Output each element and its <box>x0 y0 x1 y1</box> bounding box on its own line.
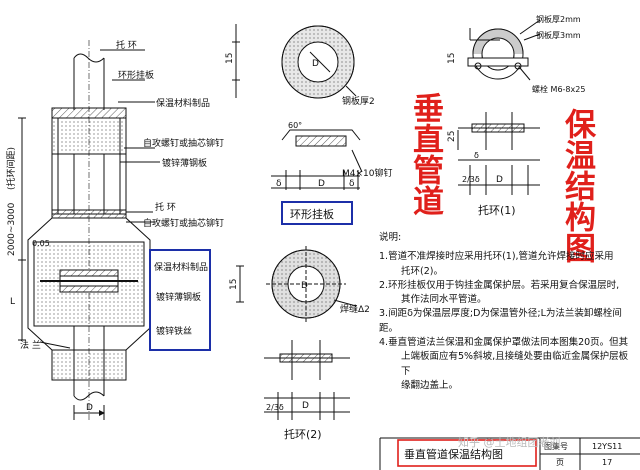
title-block <box>379 437 640 470</box>
hanger-dim-15: 15 <box>225 53 235 64</box>
ring2-title: 托环(2) <box>284 427 322 441</box>
hanger-title: 环形挂板 <box>290 207 334 221</box>
ring1-dim-frac: 2/3δ <box>462 175 480 184</box>
title-block-page-no: 17 <box>602 458 612 467</box>
hanger-rivet-label: M4×10铆钉 <box>342 167 393 179</box>
note-2a: 2.环形挂板仅用于钩挂金属保护层。若采用复合保温层时, <box>379 279 620 291</box>
support-ring-1-drawing <box>457 19 541 195</box>
label-flange: 法 兰 <box>20 339 41 351</box>
box-label-galvanized-sheet: 镀锌薄钢板 <box>156 291 201 303</box>
label-dim-005: 0.05 <box>32 239 50 248</box>
ring1-dim-15: 15 <box>447 53 457 64</box>
note-4a: 4.垂直管道法兰保温和金属保护罩做法同本图集20页。但其 <box>379 337 629 349</box>
ring1-dim-D: D <box>496 175 503 185</box>
caption-highlight-box <box>397 439 537 467</box>
label-screw-mid: 自攻螺钉或抽芯铆钉 <box>143 217 224 229</box>
ring2-weld: 焊缝Δ2 <box>340 303 370 315</box>
ring1-plate-2mm: 钢板厚2mm <box>536 14 581 24</box>
highlight-box <box>149 249 211 351</box>
label-support-ring-mid: 托 环 <box>155 201 176 213</box>
ring-hanger-drawing <box>232 24 363 190</box>
ring1-bolt: 螺栓 M6-8x25 <box>532 84 585 94</box>
red-title-insulation-structure: 保温结构图 <box>559 108 596 263</box>
ring1-dim-delta: δ <box>474 151 479 160</box>
hanger-plate-label: 钢板厚2 <box>342 95 375 107</box>
ring1-title: 托环(1) <box>478 203 516 217</box>
label-screw-top: 自攻螺钉或抽芯铆钉 <box>143 137 224 149</box>
note-4c: 缘翻边盖上。 <box>401 379 459 391</box>
notes-heading: 说明: <box>379 232 402 243</box>
box-label-galvanized-wire: 镀锌铁丝 <box>156 325 192 337</box>
note-1a: 1.管道不准焊接时应采用托环(1),管道允许焊接时应采用 <box>379 251 614 263</box>
hanger-dim-D-section: D <box>318 179 325 189</box>
note-1b: 托环(2)。 <box>401 265 443 277</box>
note-2b: 其作法同水平管道。 <box>401 294 487 306</box>
box-label-insulation: 保温材料制品 <box>154 261 208 273</box>
title-block-atlas-label: 图集号 <box>544 441 568 451</box>
pipe-assembly-drawing <box>18 40 160 420</box>
note-4b: 上端板面应有5%斜坡,且接缝处要由临近金属保护层板下 <box>401 351 629 377</box>
notes-panel: 说明: 1.管道不准焊接时应采用托环(1),管道允许焊接时应采用 托环(2)。 … <box>379 231 634 393</box>
hanger-angle: 60° <box>288 121 302 130</box>
ring2-dim-15: 15 <box>229 279 239 290</box>
hanger-delta-left: δ <box>276 179 282 189</box>
ring1-plate-3mm: 钢板厚3mm <box>536 30 581 40</box>
title-block-atlas-no: 12YS11 <box>592 442 622 451</box>
title-block-page-label: 页 <box>556 458 564 467</box>
hanger-delta-right: δ <box>349 179 355 189</box>
label-galvanized-sheet: 镀锌薄钢板 <box>162 157 207 169</box>
watermark: 知乎 @土地组团老刘 <box>458 435 561 449</box>
label-ring-hanger: 环形挂板 <box>118 69 154 81</box>
ring2-dim-D-section: D <box>302 401 309 411</box>
ring2-dim-D: D <box>301 281 308 291</box>
ring1-dim-25: 25 <box>447 131 457 142</box>
label-dim-D-left: D <box>86 403 93 413</box>
note-3: 3.间距δ为保温层厚度;D为保温管外径;L为法兰装卸螺栓间距。 <box>379 308 622 334</box>
ring2-dim-frac: 2/3δ <box>266 403 284 412</box>
title-block-caption: 垂直管道保温结构图 <box>404 447 503 461</box>
label-dim-spacing-note: (托环间距) <box>5 147 17 190</box>
label-support-ring-top: 托 环 <box>116 39 137 51</box>
hanger-dim-D: D <box>312 59 319 69</box>
hanger-title-box <box>281 201 353 225</box>
support-ring-2-drawing <box>236 246 357 420</box>
label-dim-spacing: 2000~3000 <box>7 202 17 256</box>
label-insulation-product: 保温材料制品 <box>156 97 210 109</box>
label-dim-L: L <box>10 297 15 307</box>
red-title-vertical-pipe: 垂直管道 <box>407 92 444 216</box>
